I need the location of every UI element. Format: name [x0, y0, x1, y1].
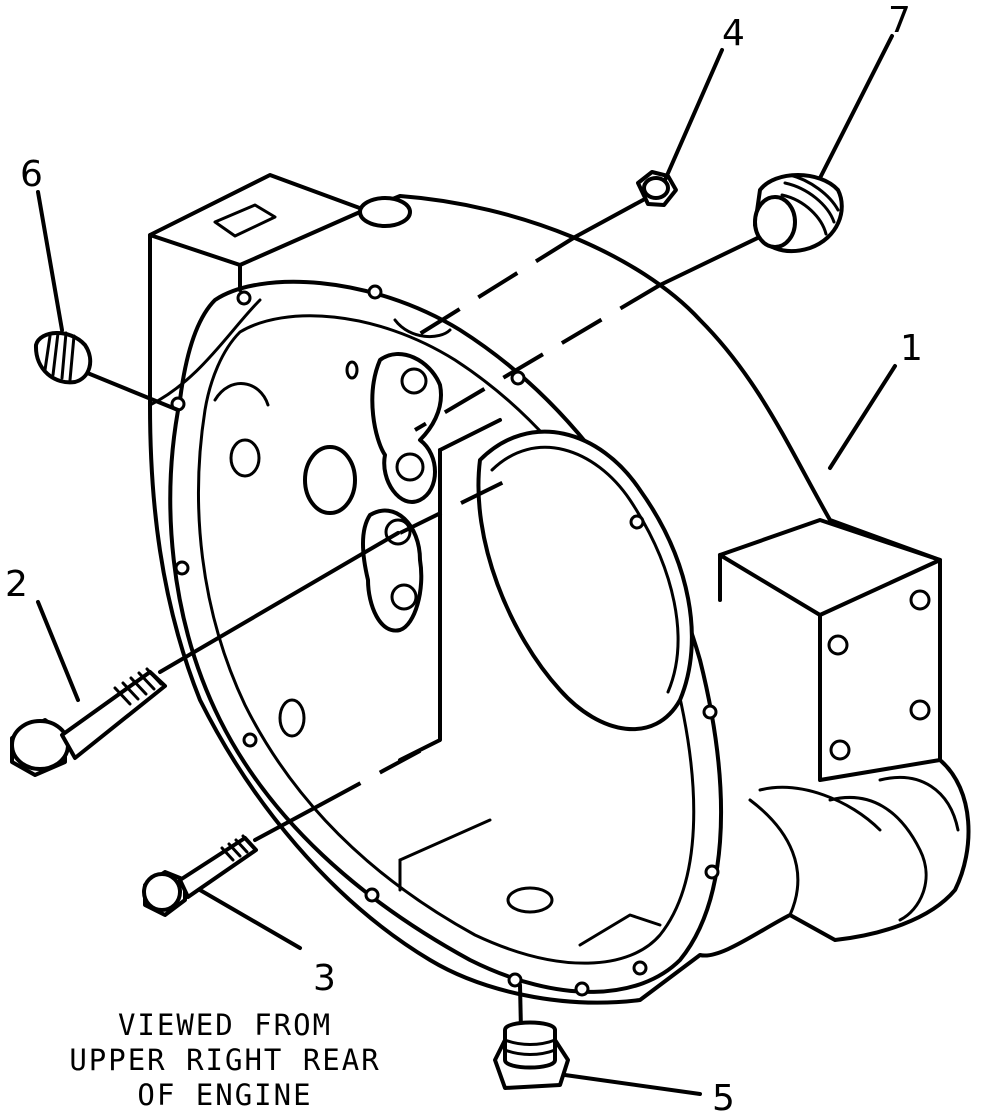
callout-6: 6 [20, 154, 43, 195]
caption-line-1: VIEWED FROM [118, 1008, 332, 1042]
pipe-plug-left [33, 331, 93, 385]
drain-plug [493, 1020, 570, 1090]
caption-line-3: OF ENGINE [137, 1078, 312, 1112]
rim-bolt-holes [170, 284, 720, 997]
caption-line-2: UPPER RIGHT REAR [69, 1043, 380, 1077]
callout-4: 4 [722, 13, 745, 54]
callout-2: 2 [5, 564, 28, 605]
callout-leaders [36, 34, 897, 1096]
callout-numbers: 1 2 3 4 5 6 7 [5, 0, 923, 1119]
callout-3: 3 [313, 958, 336, 999]
flywheel-housing [148, 173, 971, 1005]
callout-1: 1 [900, 328, 923, 369]
bolt-small [142, 834, 258, 917]
view-caption: VIEWED FROM UPPER RIGHT REAR OF ENGINE [69, 1008, 380, 1112]
pipe-plug-right [753, 173, 844, 253]
assembly-lines [83, 198, 772, 1032]
bolt-large [10, 667, 167, 777]
callout-7: 7 [888, 0, 911, 41]
callout-5: 5 [712, 1078, 735, 1119]
